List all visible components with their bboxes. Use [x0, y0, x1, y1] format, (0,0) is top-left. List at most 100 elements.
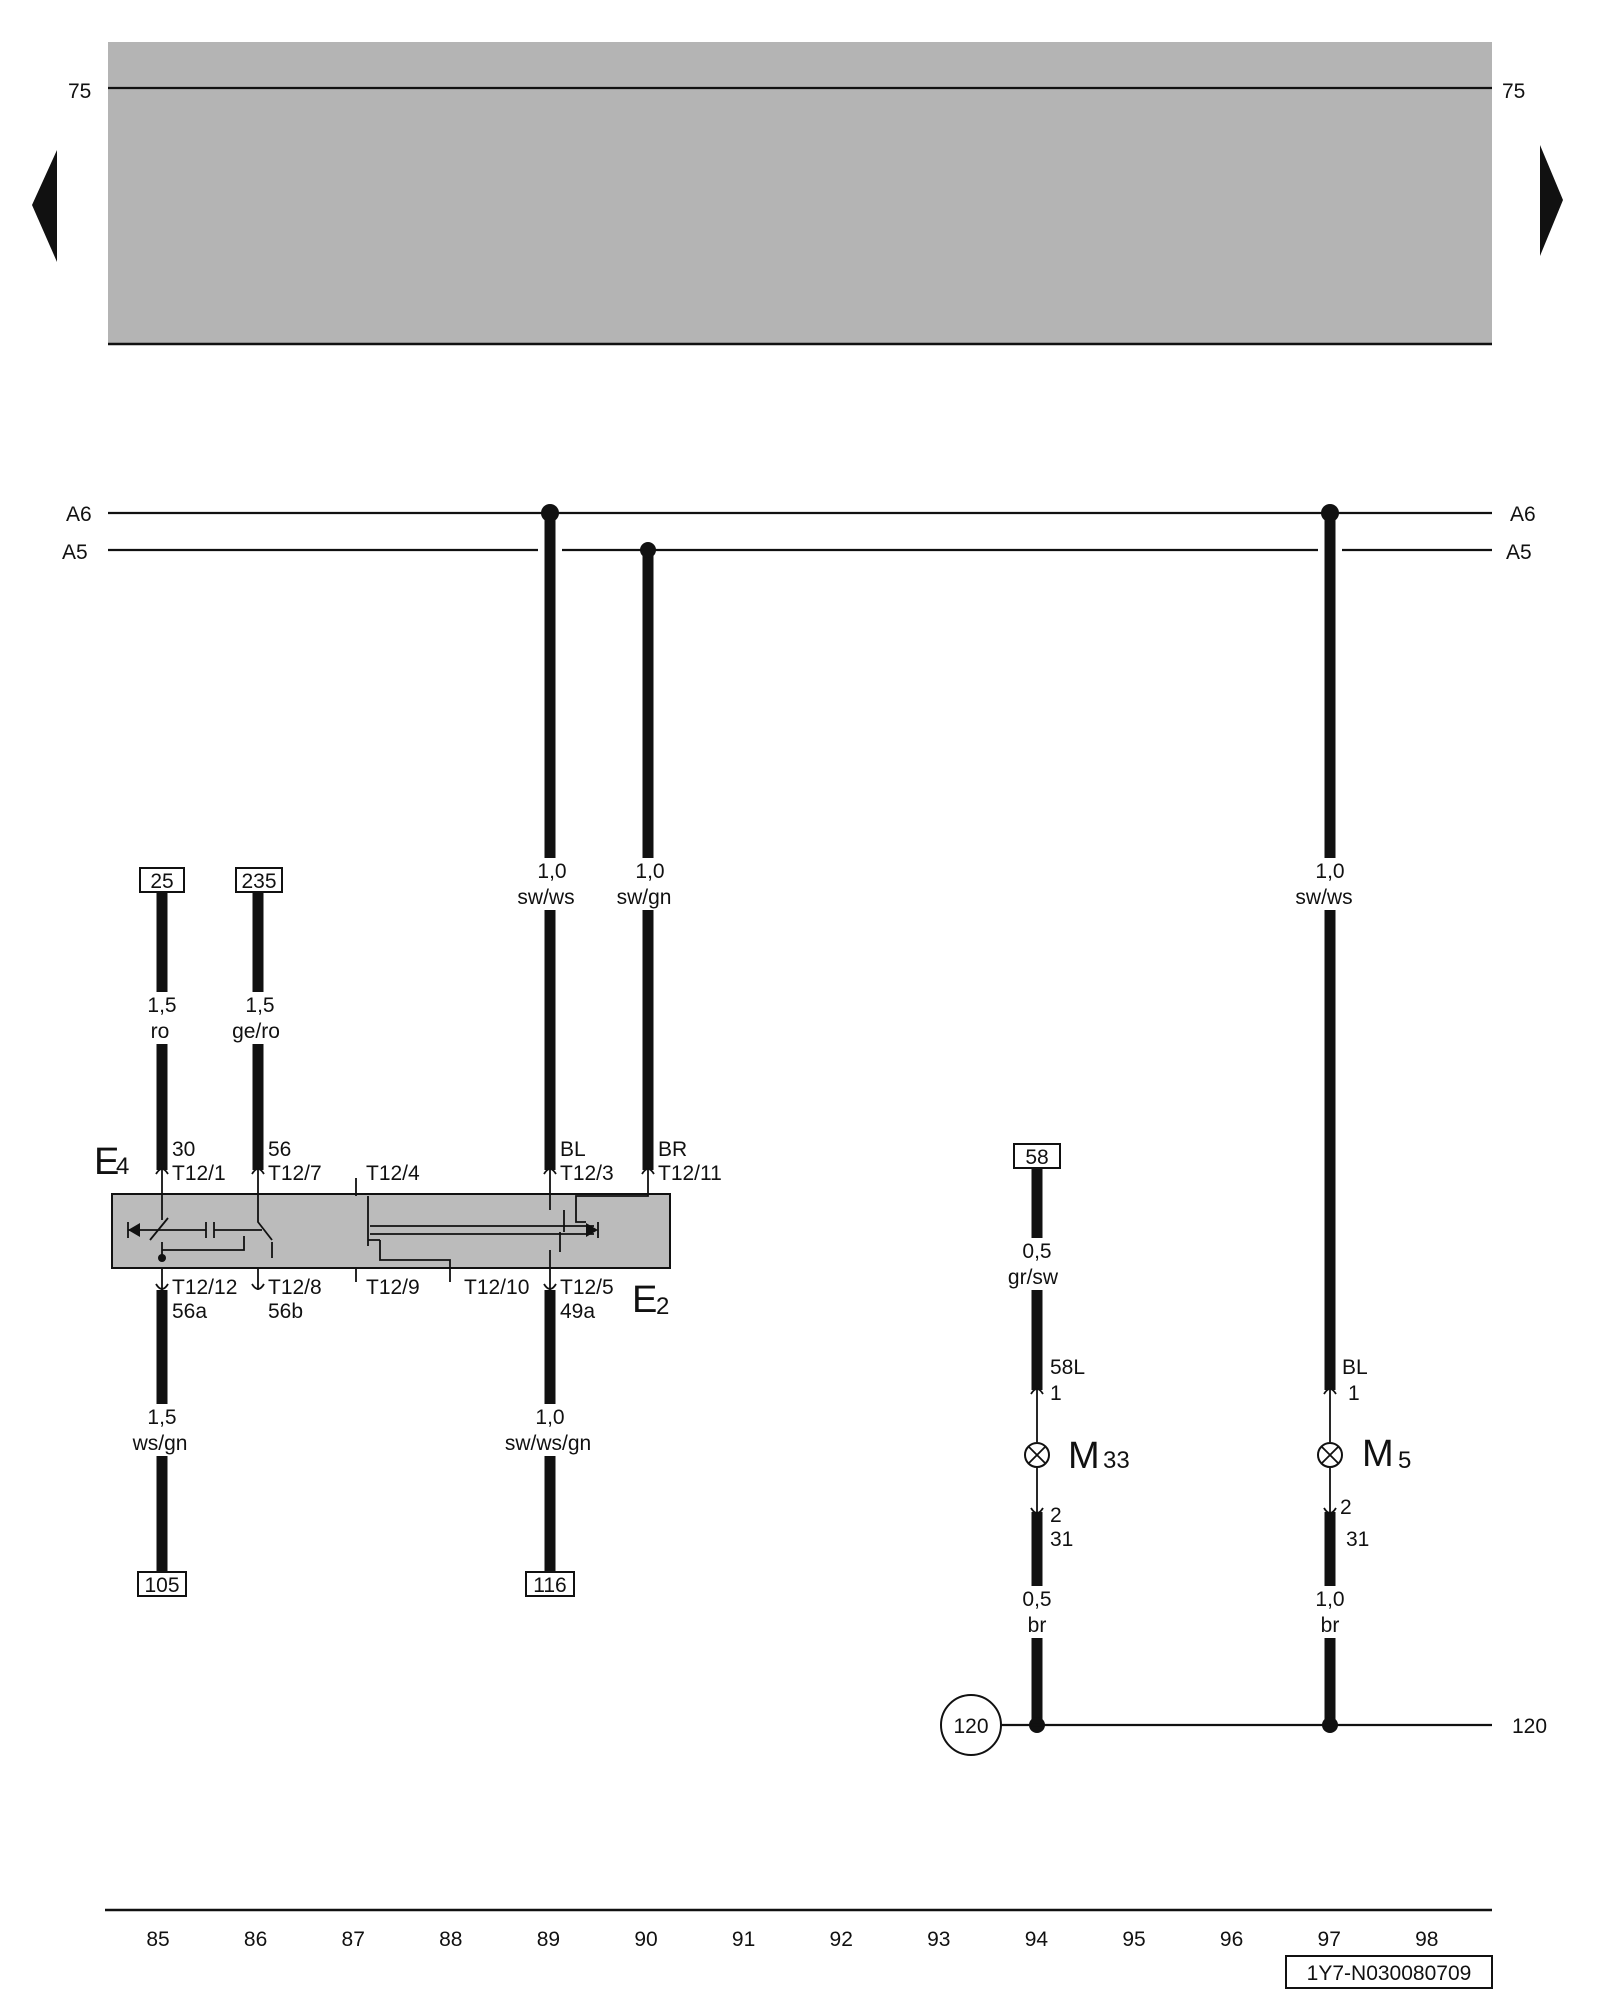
label-bg	[496, 1404, 604, 1456]
pin-t12-3-term: BL	[560, 1138, 586, 1161]
pin-connector	[1323, 1388, 1337, 1514]
wire-97-bottom-color: br	[1321, 1614, 1340, 1637]
label-bg	[1008, 1586, 1068, 1638]
wire-97-top-color: sw/ws	[1295, 886, 1352, 909]
lamp-cross	[1028, 1446, 1046, 1464]
component-e4-e2[interactable]	[111, 1168, 671, 1290]
pin-t12-10: T12/10	[464, 1276, 529, 1299]
column-number: 98	[1415, 1928, 1438, 1951]
ref-105: 105	[144, 1574, 179, 1597]
pin-t12-12: T12/12	[172, 1276, 237, 1299]
label-bg	[130, 992, 194, 1044]
pin-t12-8-term: 56b	[268, 1300, 303, 1323]
lamp-m33-pin-bot: 2	[1050, 1504, 1062, 1527]
ref-box-105[interactable]	[137, 1571, 187, 1597]
pin-t12-8: T12/8	[268, 1276, 322, 1299]
lamp-m33[interactable]	[1024, 1388, 1050, 1514]
label-bg	[505, 858, 595, 910]
triangle-left-icon[interactable]	[32, 150, 57, 262]
wire-94-bottom-size: 0,5	[1022, 1588, 1051, 1611]
column-number: 97	[1318, 1928, 1341, 1951]
ref-box-116[interactable]	[525, 1571, 575, 1597]
ref-circle-120[interactable]	[940, 1694, 1002, 1756]
wire-89-top-color: sw/ws	[517, 886, 574, 909]
pin-t12-7-term: 56	[268, 1138, 291, 1161]
wire-97-top-size: 1,0	[1315, 860, 1344, 883]
pin-t12-7: T12/7	[268, 1162, 322, 1185]
wire-86-top-color: ge/ro	[232, 1020, 280, 1043]
lamp-m5-pin-top-term: BL	[1342, 1356, 1368, 1379]
wire-85-top-size: 1,5	[147, 994, 176, 1017]
component-e2-sub: 2	[656, 1293, 669, 1320]
lamp-m33-pin-bot-term: 31	[1050, 1528, 1073, 1551]
wire-85-bottom-color: ws/gn	[132, 1432, 188, 1455]
ref-box-25[interactable]	[139, 867, 185, 893]
bus-120-label-right: 120	[1512, 1715, 1547, 1738]
label-bg	[110, 1404, 214, 1456]
pin-t12-12-term: 56a	[172, 1300, 207, 1323]
lamp-m5-pin-bot: 2	[1340, 1496, 1352, 1519]
pin-t12-1: T12/1	[172, 1162, 226, 1185]
ref-58: 58	[1025, 1146, 1048, 1169]
ref-25: 25	[150, 870, 173, 893]
ref-116: 116	[533, 1574, 566, 1597]
column-number: 96	[1220, 1928, 1243, 1951]
ref-box-235[interactable]	[235, 867, 283, 893]
lamp-m5-name: M	[1362, 1433, 1394, 1475]
wire-94-top-size: 0,5	[1022, 1240, 1051, 1263]
ref-box-58[interactable]	[1013, 1143, 1061, 1169]
label-bg	[222, 992, 296, 1044]
lamp-m5-sub: 5	[1398, 1447, 1411, 1474]
wire-89-bottom-size: 1,0	[535, 1406, 564, 1429]
column-number: 90	[634, 1928, 657, 1951]
lamp-m33-pin-top-term: 58L	[1050, 1356, 1085, 1379]
lamp-m33-sub: 33	[1103, 1447, 1130, 1474]
wire-85-top-color: ro	[151, 1020, 170, 1043]
mechanical-link	[128, 1222, 594, 1251]
bus-a6-label-left: A6	[66, 503, 92, 526]
lamp-m33-pin-top: 1	[1050, 1382, 1062, 1405]
triangle-right-icon[interactable]	[1540, 145, 1563, 256]
arrow-right-icon	[586, 1223, 598, 1237]
pin-t12-1-term: 30	[172, 1138, 195, 1161]
arrow-left-icon	[128, 1223, 140, 1237]
diagram-id: 1Y7-N030080709	[1307, 1962, 1472, 1985]
pin-t12-5-term: 49a	[560, 1300, 595, 1323]
label-bg	[1285, 858, 1375, 910]
label-bg	[605, 858, 693, 910]
column-number: 95	[1122, 1928, 1145, 1951]
lamp-m5-pin-top: 1	[1348, 1382, 1360, 1405]
lamp-m5[interactable]	[1317, 1388, 1343, 1514]
ref-235: 235	[241, 870, 276, 893]
pin-t12-3: T12/3	[560, 1162, 614, 1185]
column-number: 85	[146, 1928, 169, 1951]
lamp-cross	[1321, 1446, 1339, 1464]
component-e2-name: E	[632, 1279, 657, 1321]
column-number: 88	[439, 1928, 462, 1951]
component-e4-name: E	[94, 1141, 119, 1183]
pin-t12-9: T12/9	[366, 1276, 420, 1299]
bus-a6-label-right: A6	[1510, 503, 1536, 526]
pin-stubs	[161, 1170, 649, 1290]
component-e4-sub: 4	[116, 1153, 129, 1180]
column-number: 86	[244, 1928, 267, 1951]
component-e4-body	[111, 1193, 671, 1269]
wire-86-top-size: 1,5	[245, 994, 274, 1017]
bus-a5-label-left: A5	[62, 541, 88, 564]
wire-94-bottom-color: br	[1028, 1614, 1047, 1637]
lamp-m33-name: M	[1068, 1435, 1100, 1477]
pin-connector	[155, 1168, 655, 1290]
label-bg	[998, 1238, 1080, 1290]
wire-94-top-color: gr/sw	[1008, 1266, 1059, 1289]
bus-75-label-right: 75	[1502, 80, 1525, 103]
bus-120-circle-label: 120	[953, 1715, 988, 1738]
junction-dot	[158, 1254, 166, 1262]
bus-75-label-left: 75	[68, 80, 91, 103]
lamp-m5-pin-bot-term: 31	[1346, 1528, 1369, 1551]
pin-t12-4: T12/4	[366, 1162, 420, 1185]
column-number: 92	[830, 1928, 853, 1951]
column-number: 94	[1025, 1928, 1049, 1951]
junction-dot	[541, 504, 559, 522]
pin-t12-11-term: BR	[658, 1138, 687, 1161]
